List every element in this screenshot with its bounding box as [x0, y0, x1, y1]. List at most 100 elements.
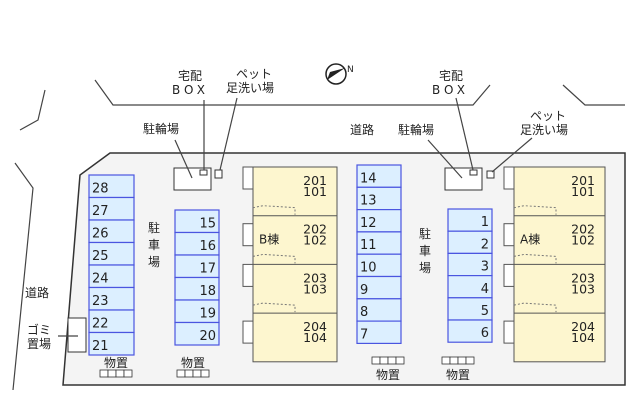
storage-unit	[107, 369, 117, 378]
unit-number-lower: 104	[571, 330, 595, 345]
parking-space-number: 18	[199, 284, 216, 299]
parking-space-number: 25	[92, 249, 109, 264]
parking-space-number: 15	[199, 217, 216, 232]
parking-space-number: 20	[199, 329, 216, 344]
unit-number-lower: 102	[303, 233, 327, 248]
garbage-label-bottom: 置場	[27, 337, 51, 351]
parking-space-number: 11	[360, 238, 377, 253]
storage-unit	[200, 369, 210, 378]
parking-label-char: 駐	[419, 226, 431, 241]
storage-unit	[379, 356, 389, 365]
pet-wash-label-top: ペット	[236, 67, 272, 81]
storage-unit	[457, 356, 467, 365]
road-edge-left-top	[19, 89, 46, 131]
unit-number-upper: 204	[571, 319, 595, 334]
storage-unit	[449, 356, 459, 365]
parking-space-number: 14	[360, 171, 377, 186]
delivery-box-right	[469, 169, 478, 176]
entrance-notch	[242, 223, 254, 247]
parking-space-number: 7	[360, 327, 368, 342]
storage-unit	[371, 356, 381, 365]
parking-space-number: 24	[92, 272, 109, 287]
storage-label: 物置	[181, 356, 205, 370]
parking-space-number: 26	[92, 227, 109, 242]
parking-space-number: 8	[360, 305, 368, 320]
bicycle-parking-label-right: 駐輪場	[398, 122, 434, 137]
unit-number-lower: 103	[303, 281, 327, 296]
delivery-box-label-top: 宅配	[178, 68, 202, 83]
parking-space-number: 21	[92, 339, 109, 354]
unit-number-lower: 101	[303, 184, 327, 199]
storage-label: 物置	[104, 356, 128, 370]
unit-number-upper: 203	[571, 270, 595, 285]
unit-number-upper: 204	[303, 319, 327, 334]
parking-space-number: 4	[481, 282, 489, 297]
storage-unit	[441, 356, 451, 365]
parking-space-number: 17	[199, 262, 216, 277]
road-label-top: 道路	[350, 122, 374, 137]
parking-space-6	[447, 319, 493, 343]
parking-space-number: 2	[481, 237, 489, 252]
parking-label-char: 場	[419, 261, 431, 275]
delivery-box-label-bottom: BOX	[172, 83, 209, 97]
parking-label-char: 車	[419, 244, 431, 258]
garbage-area	[67, 317, 87, 353]
parking-space-number: 27	[92, 204, 109, 219]
parking-space-number: 28	[92, 182, 109, 197]
delivery-box	[199, 169, 208, 176]
parking-space-number: 1	[481, 215, 489, 230]
entrance-notch	[503, 320, 515, 344]
road-edge-top-left	[94, 79, 491, 106]
entrance-notch	[503, 166, 515, 190]
road-edge-top-right	[562, 84, 625, 106]
delivery-box-label-right-top: 宅配	[439, 68, 463, 83]
unit-number-upper: 203	[303, 270, 327, 285]
entrance-notch	[503, 263, 515, 287]
unit-number-lower: 103	[571, 281, 595, 296]
parking-space-number: 16	[199, 239, 216, 254]
parking-space-number: 6	[481, 326, 489, 341]
entrance-notch	[503, 223, 515, 247]
unit-number-upper: 202	[303, 222, 327, 237]
storage-unit	[99, 369, 109, 378]
storage-unit	[123, 369, 133, 378]
parking-space-number: 10	[360, 261, 377, 276]
road-label-left: 道路	[25, 285, 49, 300]
storage-unit	[192, 369, 202, 378]
parking-label-char: 場	[148, 255, 160, 269]
storage-unit	[465, 356, 475, 365]
entrance-notch	[242, 166, 254, 190]
storage-unit	[115, 369, 125, 378]
unit-number-upper: 201	[303, 173, 327, 188]
pet-wash-label-right-top: ペット	[530, 109, 566, 123]
pet-wash-label-right-bottom: 足洗い場	[520, 123, 568, 137]
garbage-label-top: ゴミ	[27, 322, 51, 337]
parking-space-20	[174, 321, 220, 346]
parking-space-number: 12	[360, 216, 377, 231]
parking-space-7	[356, 320, 402, 345]
parking-space-number: 22	[92, 317, 109, 332]
pet-wash-area-right	[486, 170, 495, 179]
parking-space-number: 3	[481, 260, 489, 275]
parking-space-number: 9	[360, 283, 368, 298]
parking-space-number: 13	[360, 194, 377, 209]
pet-wash-area	[214, 169, 223, 179]
building_b-name: B棟	[259, 232, 279, 247]
unit-number-upper: 202	[571, 222, 595, 237]
building_a-name: A棟	[520, 232, 540, 247]
road-edge-left	[12, 162, 34, 391]
parking-space-number: 23	[92, 294, 109, 309]
parking-space-number: 19	[199, 307, 216, 322]
storage-label: 物置	[376, 368, 400, 382]
pet-wash-label-bottom: 足洗い場	[226, 81, 274, 95]
storage-unit	[395, 356, 405, 365]
unit-number-lower: 104	[303, 330, 327, 345]
storage-unit	[387, 356, 397, 365]
parking-label-char: 駐	[148, 220, 160, 235]
delivery-box-label-right-bottom: BOX	[432, 83, 469, 97]
parking-label-char: 車	[148, 238, 160, 252]
parking-space-number: 5	[481, 304, 489, 319]
unit-number-upper: 201	[571, 173, 595, 188]
north-compass-icon: N	[325, 63, 354, 85]
